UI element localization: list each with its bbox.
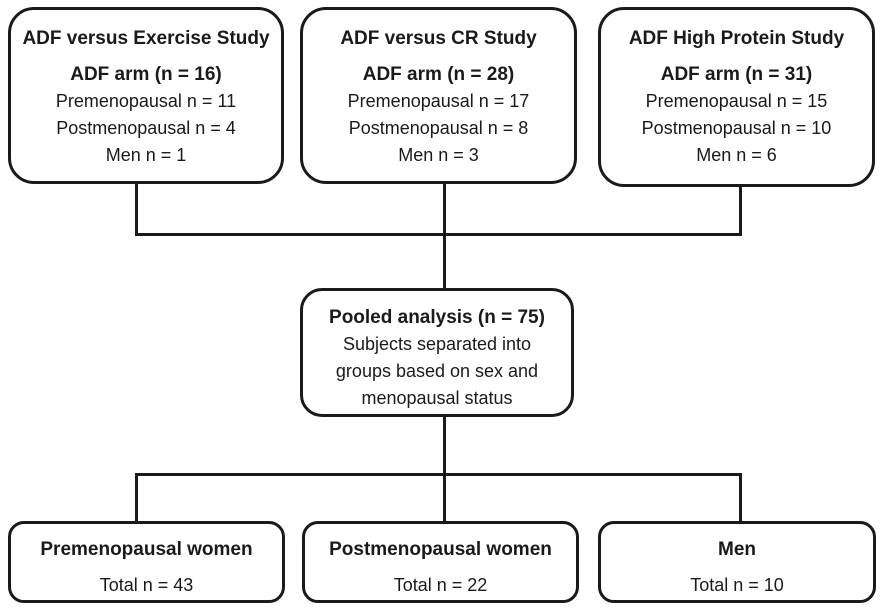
men-count: Men n = 6 [696,145,777,165]
group-label: Postmenopausal women [329,539,552,560]
study-box-adf-vs-cr: ADF versus CR Study ADF arm (n = 28) Pre… [300,7,577,184]
connector-line [739,473,742,522]
connector-line [443,416,446,522]
connector-line [135,183,138,236]
group-box-premenopausal-women: Premenopausal women Total n = 43 [8,521,285,603]
postmenopausal-count: Postmenopausal n = 8 [348,118,529,138]
connector-line [135,233,742,236]
pooled-analysis-box: Pooled analysis (n = 75) Subjects separa… [300,288,574,417]
study-arm-count: ADF arm (n = 16) [70,64,222,85]
study-arm-count: ADF arm (n = 31) [660,64,813,85]
connector-line [135,473,138,522]
group-label: Premenopausal women [40,539,253,560]
group-box-postmenopausal-women: Postmenopausal women Total n = 22 [302,521,579,603]
premenopausal-count: Premenopausal n = 17 [347,91,530,111]
premenopausal-count: Premenopausal n = 11 [55,91,237,111]
connector-line [443,183,446,290]
men-count: Men n = 3 [398,145,479,165]
group-box-men: Men Total n = 10 [598,521,876,603]
pooled-title: Pooled analysis (n = 75) [329,307,545,328]
postmenopausal-count: Postmenopausal n = 4 [56,118,236,138]
connector-line [135,473,742,476]
study-arm-count: ADF arm (n = 28) [362,64,515,85]
study-title: ADF High Protein Study [628,28,845,49]
postmenopausal-count: Postmenopausal n = 10 [641,118,832,138]
group-total: Total n = 22 [393,575,488,595]
group-total: Total n = 10 [690,575,784,595]
study-title: ADF versus Exercise Study [22,28,270,49]
premenopausal-count: Premenopausal n = 15 [645,91,828,111]
connector-line [739,186,742,236]
men-count: Men n = 1 [105,145,187,165]
group-label: Men [718,539,756,560]
pooled-description: Subjects separated into groups based on … [335,334,539,408]
study-box-adf-vs-exercise: ADF versus Exercise Study ADF arm (n = 1… [8,7,284,184]
study-box-adf-high-protein: ADF High Protein Study ADF arm (n = 31) … [598,7,875,187]
study-title: ADF versus CR Study [340,28,537,49]
group-total: Total n = 43 [99,575,194,595]
